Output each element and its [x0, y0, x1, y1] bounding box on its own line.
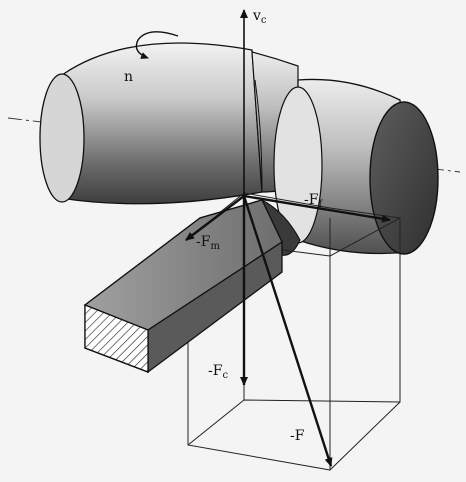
ff-arrow	[243, 194, 391, 223]
fm-arrow	[185, 195, 245, 241]
workpiece-small-cylinder	[273, 78, 439, 255]
ff-label: -Ff	[304, 192, 323, 210]
vc-label: vc	[252, 8, 267, 26]
workpiece-large-cylinder	[39, 42, 263, 205]
rotation-label: n	[124, 69, 133, 85]
f-total-label: -F	[290, 428, 305, 444]
cutting-tool	[83, 199, 283, 374]
f-resultant-arrow	[242, 195, 333, 467]
fm-label: -Fm	[196, 234, 220, 252]
rotation-arrow	[135, 31, 179, 59]
fc-label: -Fc	[208, 363, 228, 381]
tool-cross-section-hatch	[84, 304, 149, 373]
